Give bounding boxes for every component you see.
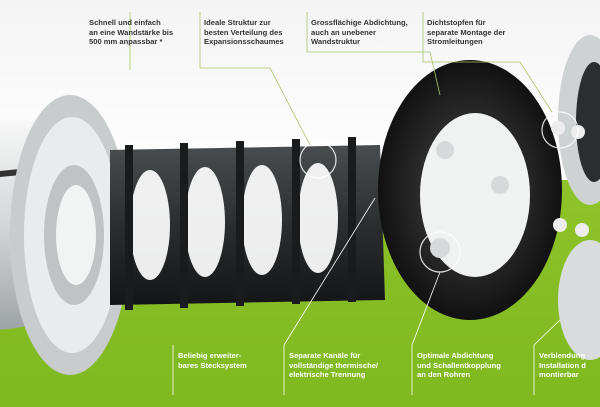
callout-line [199,12,311,146]
callout-line [422,12,553,113]
callout-line [411,271,441,395]
callout-cover-mounting: Verblendung Installation d montierbar [539,351,586,380]
left-flange [10,95,130,375]
callout-separate-channels: Separate Kanäle für vollständige thermis… [289,351,379,380]
callout-pipe-sealing: Optimale Abdichtung und Schallentkopplun… [417,351,501,380]
cover-parts-right [551,35,600,360]
callout-surface-seal: Grossflächige Abdichtung, auch an uneben… [311,18,408,47]
callout-line [283,197,376,395]
callout-plug-system: Beliebig erweiter- bares Stecksystem [178,351,247,370]
highlight-circle [299,141,337,179]
callout-line [306,12,441,96]
callout-wall-thickness: Schnell und einfach an eine Wandstärke b… [89,18,174,47]
callout-line [533,319,561,395]
modular-sleeve [110,137,385,310]
highlight-circle [541,111,579,149]
callout-sealing-plugs: Dichtstopfen für separate Montage der St… [427,18,506,47]
sealing-disc [378,60,562,320]
callout-foam-structure: Ideale Struktur zur besten Verteilung de… [204,18,284,47]
